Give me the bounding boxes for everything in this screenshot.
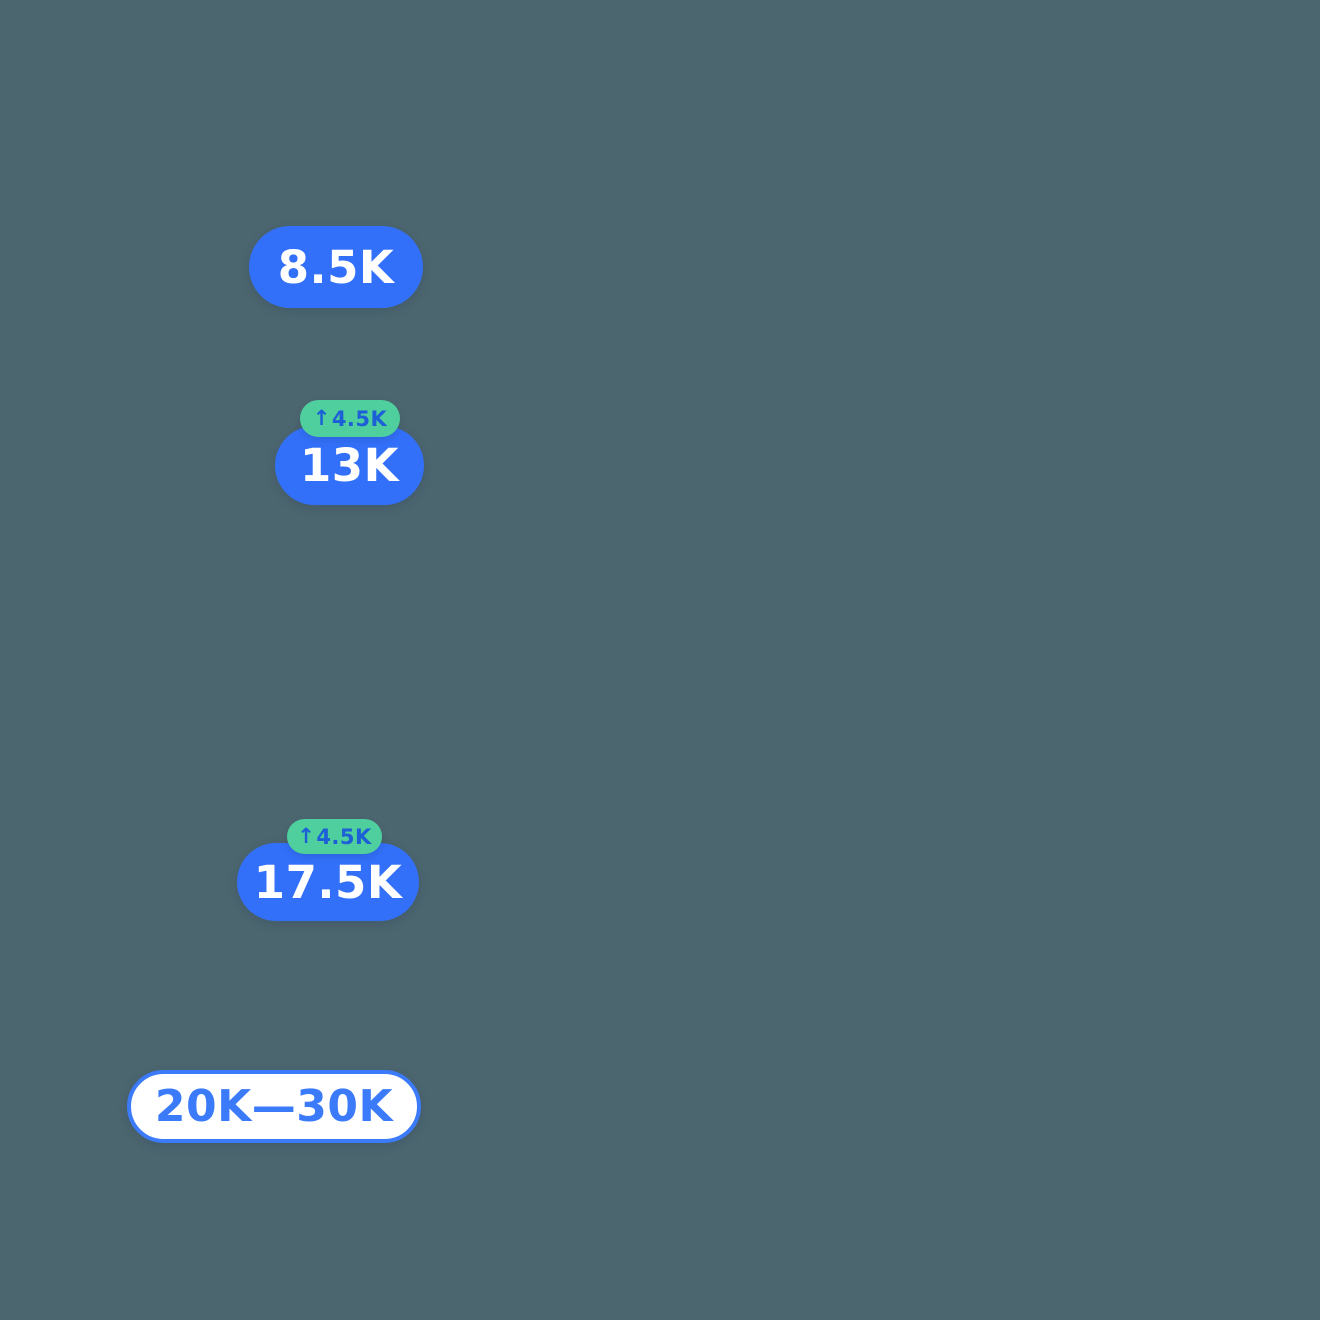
metric-value-pill[interactable]: 13K xyxy=(275,426,424,505)
range-value-pill[interactable]: 20K—30K xyxy=(127,1070,421,1143)
delta-value-label: 4.5K xyxy=(331,406,388,431)
metric-badge-with-delta-two[interactable]: ↑ 4.5K 17.5K xyxy=(237,819,419,921)
delta-value-label: 4.5K xyxy=(316,824,372,849)
metric-value-pill[interactable]: 8.5K xyxy=(249,226,423,308)
metric-badge-single[interactable]: 8.5K xyxy=(249,226,423,308)
arrow-up-icon: ↑ xyxy=(312,406,331,430)
metric-value-label: 13K xyxy=(300,439,399,492)
delta-chip[interactable]: ↑ 4.5K xyxy=(300,400,400,437)
metric-badge-range[interactable]: 20K—30K xyxy=(127,1070,421,1143)
metric-value-pill[interactable]: 17.5K xyxy=(237,843,419,921)
range-value-label: 20K—30K xyxy=(154,1081,394,1132)
metric-badge-with-delta-one[interactable]: ↑ 4.5K 13K xyxy=(275,400,424,505)
metric-value-label: 8.5K xyxy=(277,240,395,294)
delta-chip[interactable]: ↑ 4.5K xyxy=(287,819,382,854)
arrow-up-icon: ↑ xyxy=(297,824,316,848)
metric-value-label: 17.5K xyxy=(253,855,403,909)
